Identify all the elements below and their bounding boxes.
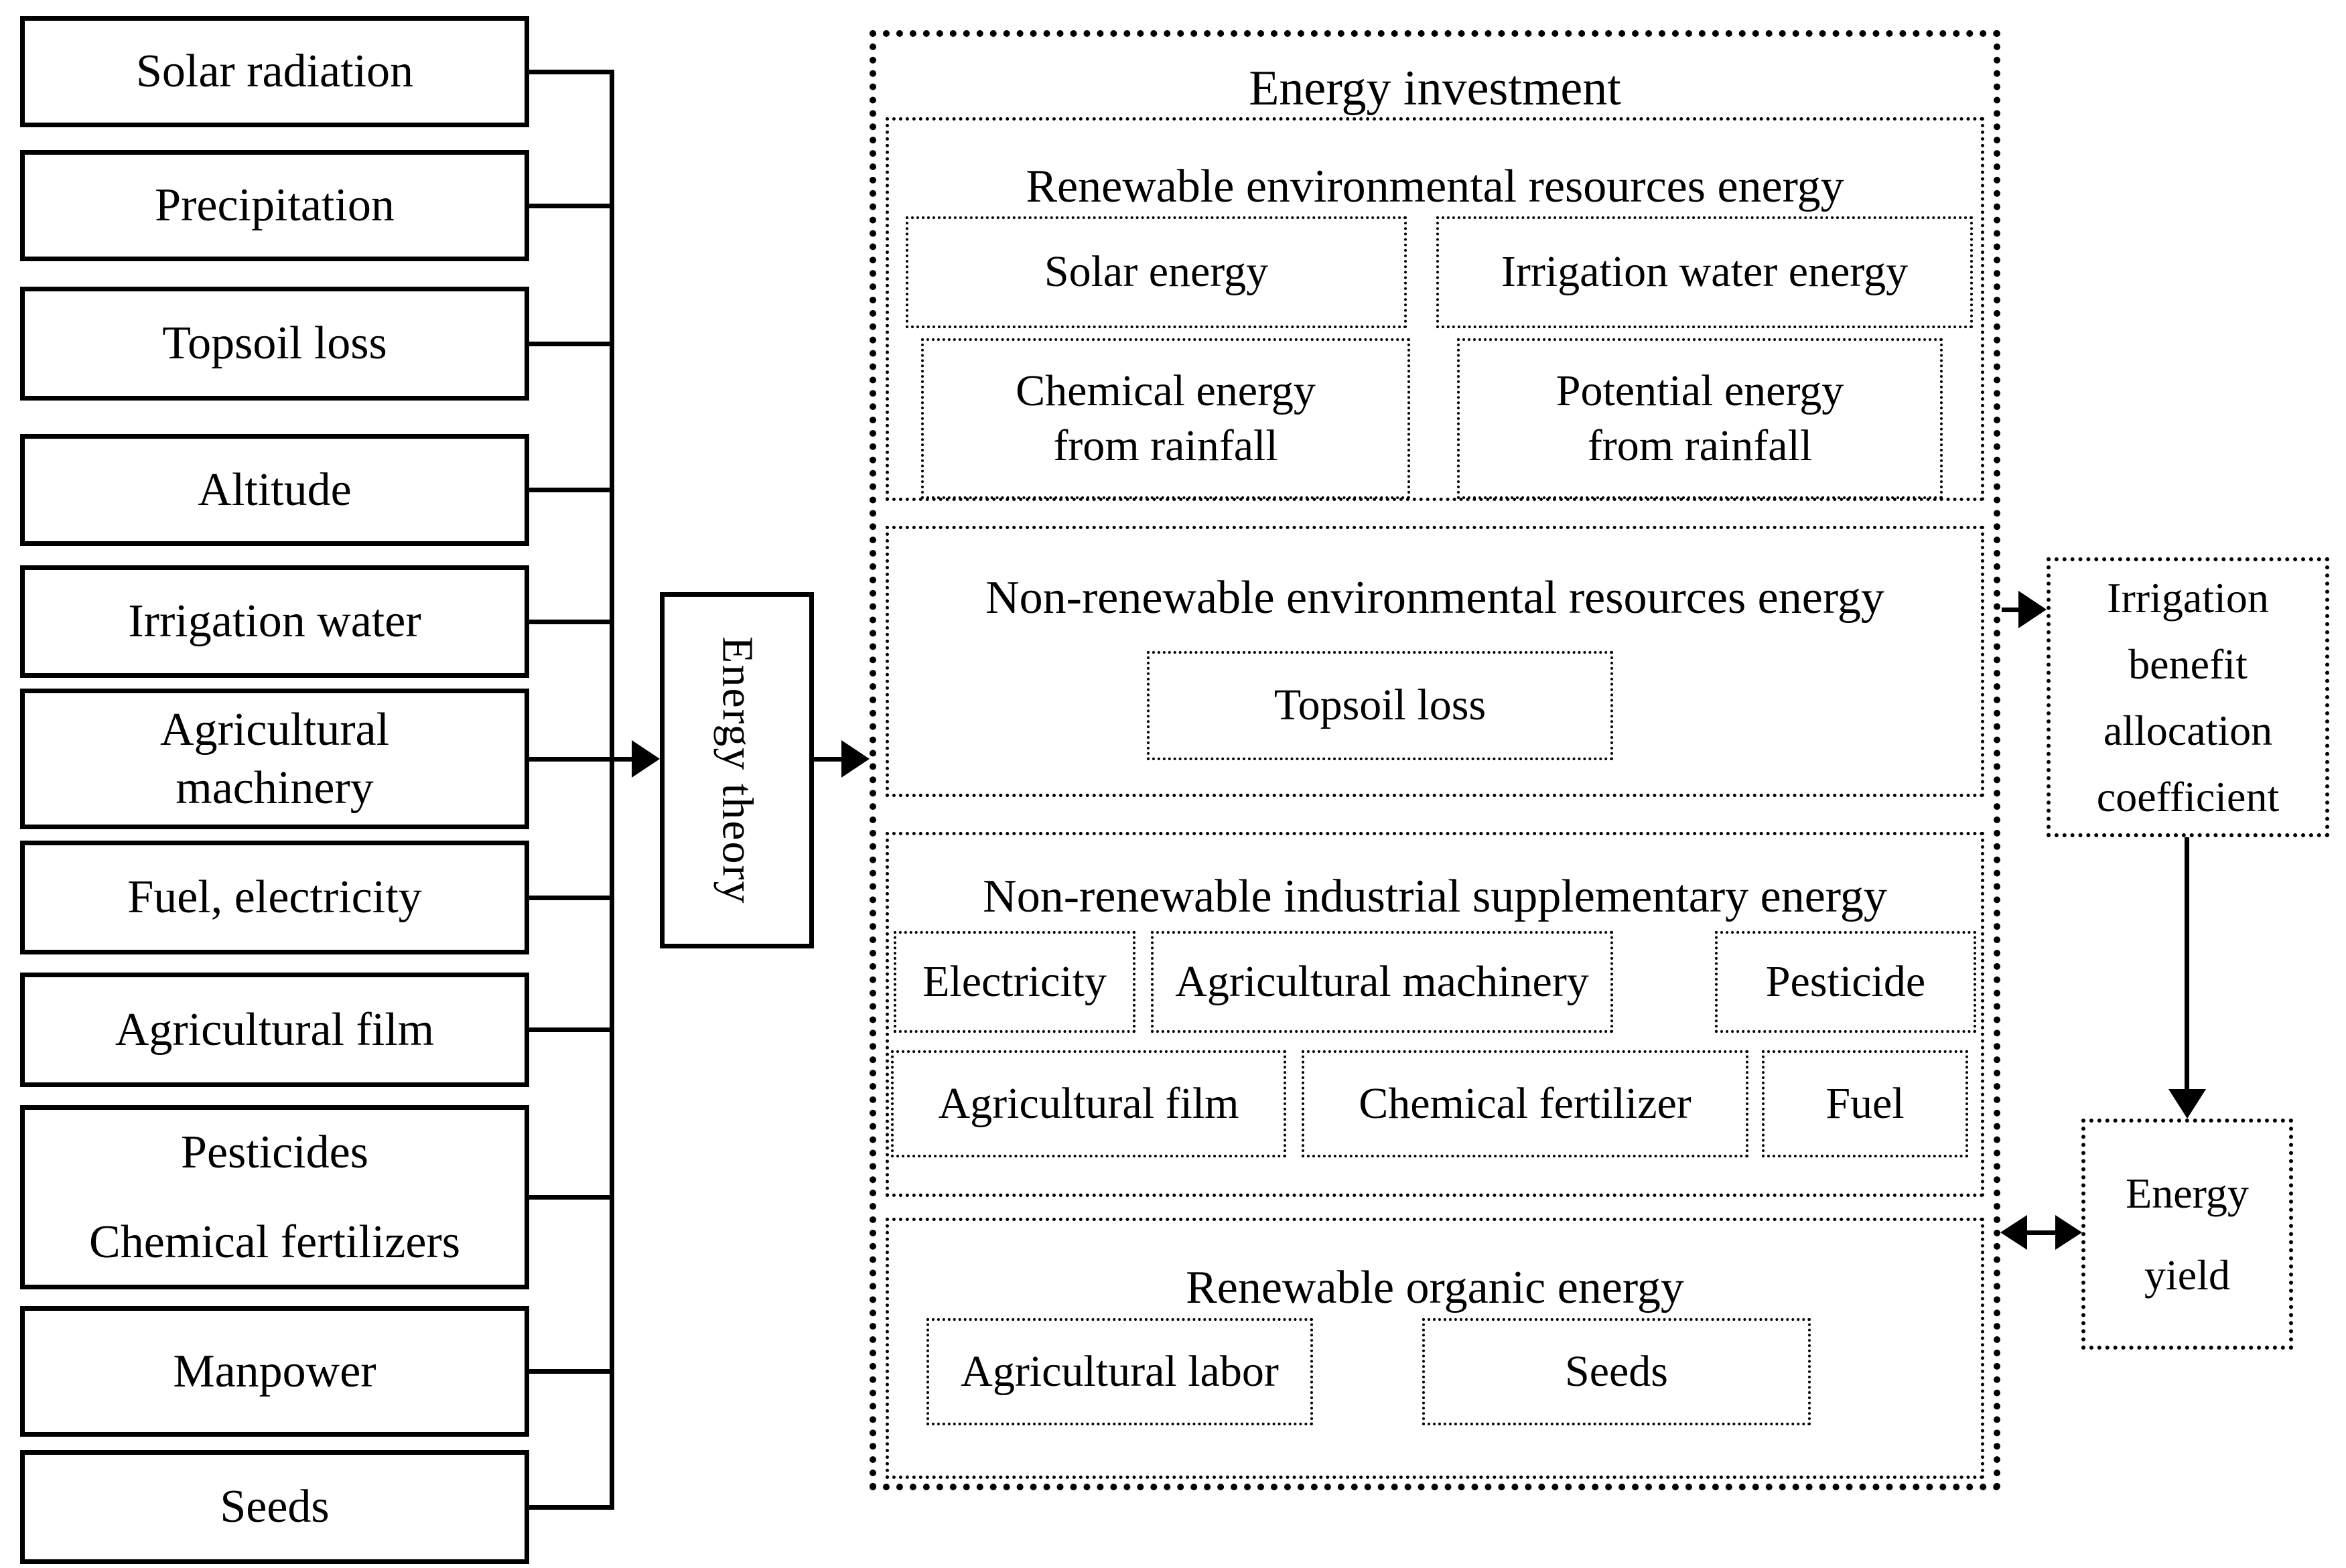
energy-investment-panel bbox=[870, 30, 2000, 1490]
item-box-seeds: Seeds bbox=[1422, 1318, 1811, 1425]
input-box-manpower: Manpower bbox=[20, 1306, 529, 1437]
energy-yield-line: Energy bbox=[2126, 1169, 2249, 1217]
input-box-pesticides-chemical-fertilizers: Pesticides Chemical fertilizers bbox=[20, 1105, 529, 1289]
section-nonrenewable-industrial bbox=[886, 832, 1984, 1197]
energy-theory-label: Energy theory bbox=[713, 636, 762, 905]
connector-line bbox=[529, 342, 613, 346]
input-label: Pesticides bbox=[181, 1127, 368, 1178]
item-box-pesticide: Pesticide bbox=[1715, 931, 1976, 1033]
item-label: Potential energy bbox=[1556, 366, 1844, 415]
input-label: Irrigation water bbox=[128, 595, 421, 648]
input-label: Agricultural bbox=[159, 703, 390, 756]
input-box-precipitation: Precipitation bbox=[20, 150, 529, 261]
connector-line bbox=[529, 204, 613, 208]
section-title-renewable-organic: Renewable organic energy bbox=[1186, 1262, 1684, 1313]
energy-theory-box: Energy theory bbox=[660, 592, 814, 948]
coefficient-label-line: coefficient bbox=[2096, 773, 2280, 821]
item-label: Chemical fertilizer bbox=[1359, 1078, 1692, 1128]
item-label: Agricultural machinery bbox=[1175, 956, 1589, 1006]
coefficient-label-line: allocation bbox=[2103, 707, 2273, 754]
section-title-nonrenewable-industrial: Non-renewable industrial supplementary e… bbox=[983, 871, 1887, 922]
connector-line bbox=[529, 1027, 613, 1032]
item-label: Agricultural labor bbox=[961, 1346, 1279, 1396]
input-box-seeds: Seeds bbox=[20, 1450, 529, 1564]
input-label: Agricultural film bbox=[115, 1003, 435, 1056]
input-box-fuel-electricity: Fuel, electricity bbox=[20, 841, 529, 954]
left-arrow-icon bbox=[2000, 1215, 2027, 1250]
input-label: Topsoil loss bbox=[162, 317, 387, 370]
item-label: Electricity bbox=[922, 956, 1107, 1006]
right-arrow-icon bbox=[2018, 591, 2047, 628]
input-label: Precipitation bbox=[155, 180, 395, 232]
item-label: Solar energy bbox=[1044, 247, 1269, 297]
irrigation-coefficient-box: Irrigation benefit allocation coefficien… bbox=[2047, 557, 2329, 837]
item-box-chemical-fertilizer: Chemical fertilizer bbox=[1302, 1050, 1748, 1157]
item-box-solar-energy: Solar energy bbox=[906, 216, 1407, 328]
down-arrow-icon bbox=[2168, 1089, 2206, 1119]
item-label: from rainfall bbox=[1053, 421, 1278, 470]
section-title-nonrenewable-env: Non-renewable environmental resources en… bbox=[985, 572, 1884, 624]
section-title-renewable-env: Renewable environmental resources energy bbox=[1026, 161, 1844, 212]
connector-line bbox=[529, 1505, 613, 1510]
item-label: Seeds bbox=[1565, 1346, 1668, 1396]
connector-line bbox=[529, 620, 613, 624]
coefficient-label-line: Irrigation bbox=[2107, 573, 2269, 622]
section-nonrenewable-env bbox=[886, 526, 1984, 797]
item-box-fuel: Fuel bbox=[1762, 1050, 1968, 1157]
coefficient-label-line: benefit bbox=[2128, 640, 2248, 688]
arrow-shaft bbox=[613, 757, 634, 762]
input-label: Fuel, electricity bbox=[127, 871, 422, 924]
item-label: Chemical energy bbox=[1016, 366, 1316, 415]
arrow-shaft bbox=[814, 757, 844, 762]
right-arrow-icon bbox=[841, 740, 870, 778]
item-box-electricity: Electricity bbox=[894, 931, 1135, 1033]
input-label: Manpower bbox=[173, 1345, 376, 1397]
item-label: Fuel bbox=[1825, 1078, 1905, 1128]
connector-line bbox=[529, 488, 613, 492]
input-box-agricultural-machinery: Agricultural machinery bbox=[20, 689, 529, 829]
input-label: Seeds bbox=[220, 1481, 330, 1533]
item-box-potential-energy-rainfall: Potential energy from rainfall bbox=[1457, 338, 1943, 499]
right-arrow-icon bbox=[632, 740, 660, 778]
connector-line bbox=[529, 896, 613, 900]
panel-title: Energy investment bbox=[1249, 61, 1621, 116]
connector-line bbox=[529, 1195, 613, 1200]
input-label: Altitude bbox=[198, 464, 352, 516]
item-label: from rainfall bbox=[1587, 421, 1813, 470]
input-box-altitude: Altitude bbox=[20, 434, 529, 546]
input-label: Solar radiation bbox=[135, 46, 414, 98]
section-renewable-env bbox=[886, 117, 1984, 501]
item-box-agricultural-labor: Agricultural labor bbox=[926, 1318, 1313, 1425]
section-renewable-organic bbox=[886, 1218, 1984, 1479]
connector-line bbox=[529, 70, 613, 74]
arrow-shaft bbox=[2024, 1230, 2058, 1235]
item-label: Topsoil loss bbox=[1273, 681, 1487, 730]
right-arrow-icon bbox=[2055, 1215, 2082, 1250]
item-label: Irrigation water energy bbox=[1501, 247, 1909, 297]
item-box-topsoil-loss: Topsoil loss bbox=[1147, 651, 1613, 760]
input-label: machinery bbox=[176, 762, 374, 814]
item-label: Agricultural film bbox=[938, 1078, 1239, 1128]
input-box-agricultural-film: Agricultural film bbox=[20, 973, 529, 1087]
energy-yield-box: Energy yield bbox=[2081, 1119, 2293, 1350]
arrow-shaft bbox=[2185, 837, 2189, 1092]
bus-line bbox=[610, 70, 614, 1510]
input-label: Chemical fertilizers bbox=[89, 1216, 460, 1268]
arrow-shaft bbox=[2002, 608, 2023, 612]
connector-line bbox=[529, 757, 613, 762]
item-box-chemical-energy-rainfall: Chemical energy from rainfall bbox=[921, 338, 1410, 499]
item-label: Pesticide bbox=[1765, 956, 1926, 1006]
connector-line bbox=[529, 1369, 613, 1374]
input-box-topsoil-loss: Topsoil loss bbox=[20, 287, 529, 401]
item-box-agricultural-film: Agricultural film bbox=[891, 1050, 1286, 1157]
item-box-agricultural-machinery: Agricultural machinery bbox=[1151, 931, 1613, 1033]
energy-yield-line: yield bbox=[2144, 1251, 2230, 1299]
input-box-irrigation-water: Irrigation water bbox=[20, 565, 529, 678]
input-box-solar-radiation: Solar radiation bbox=[20, 16, 529, 127]
item-box-irrigation-water-energy: Irrigation water energy bbox=[1436, 216, 1973, 328]
